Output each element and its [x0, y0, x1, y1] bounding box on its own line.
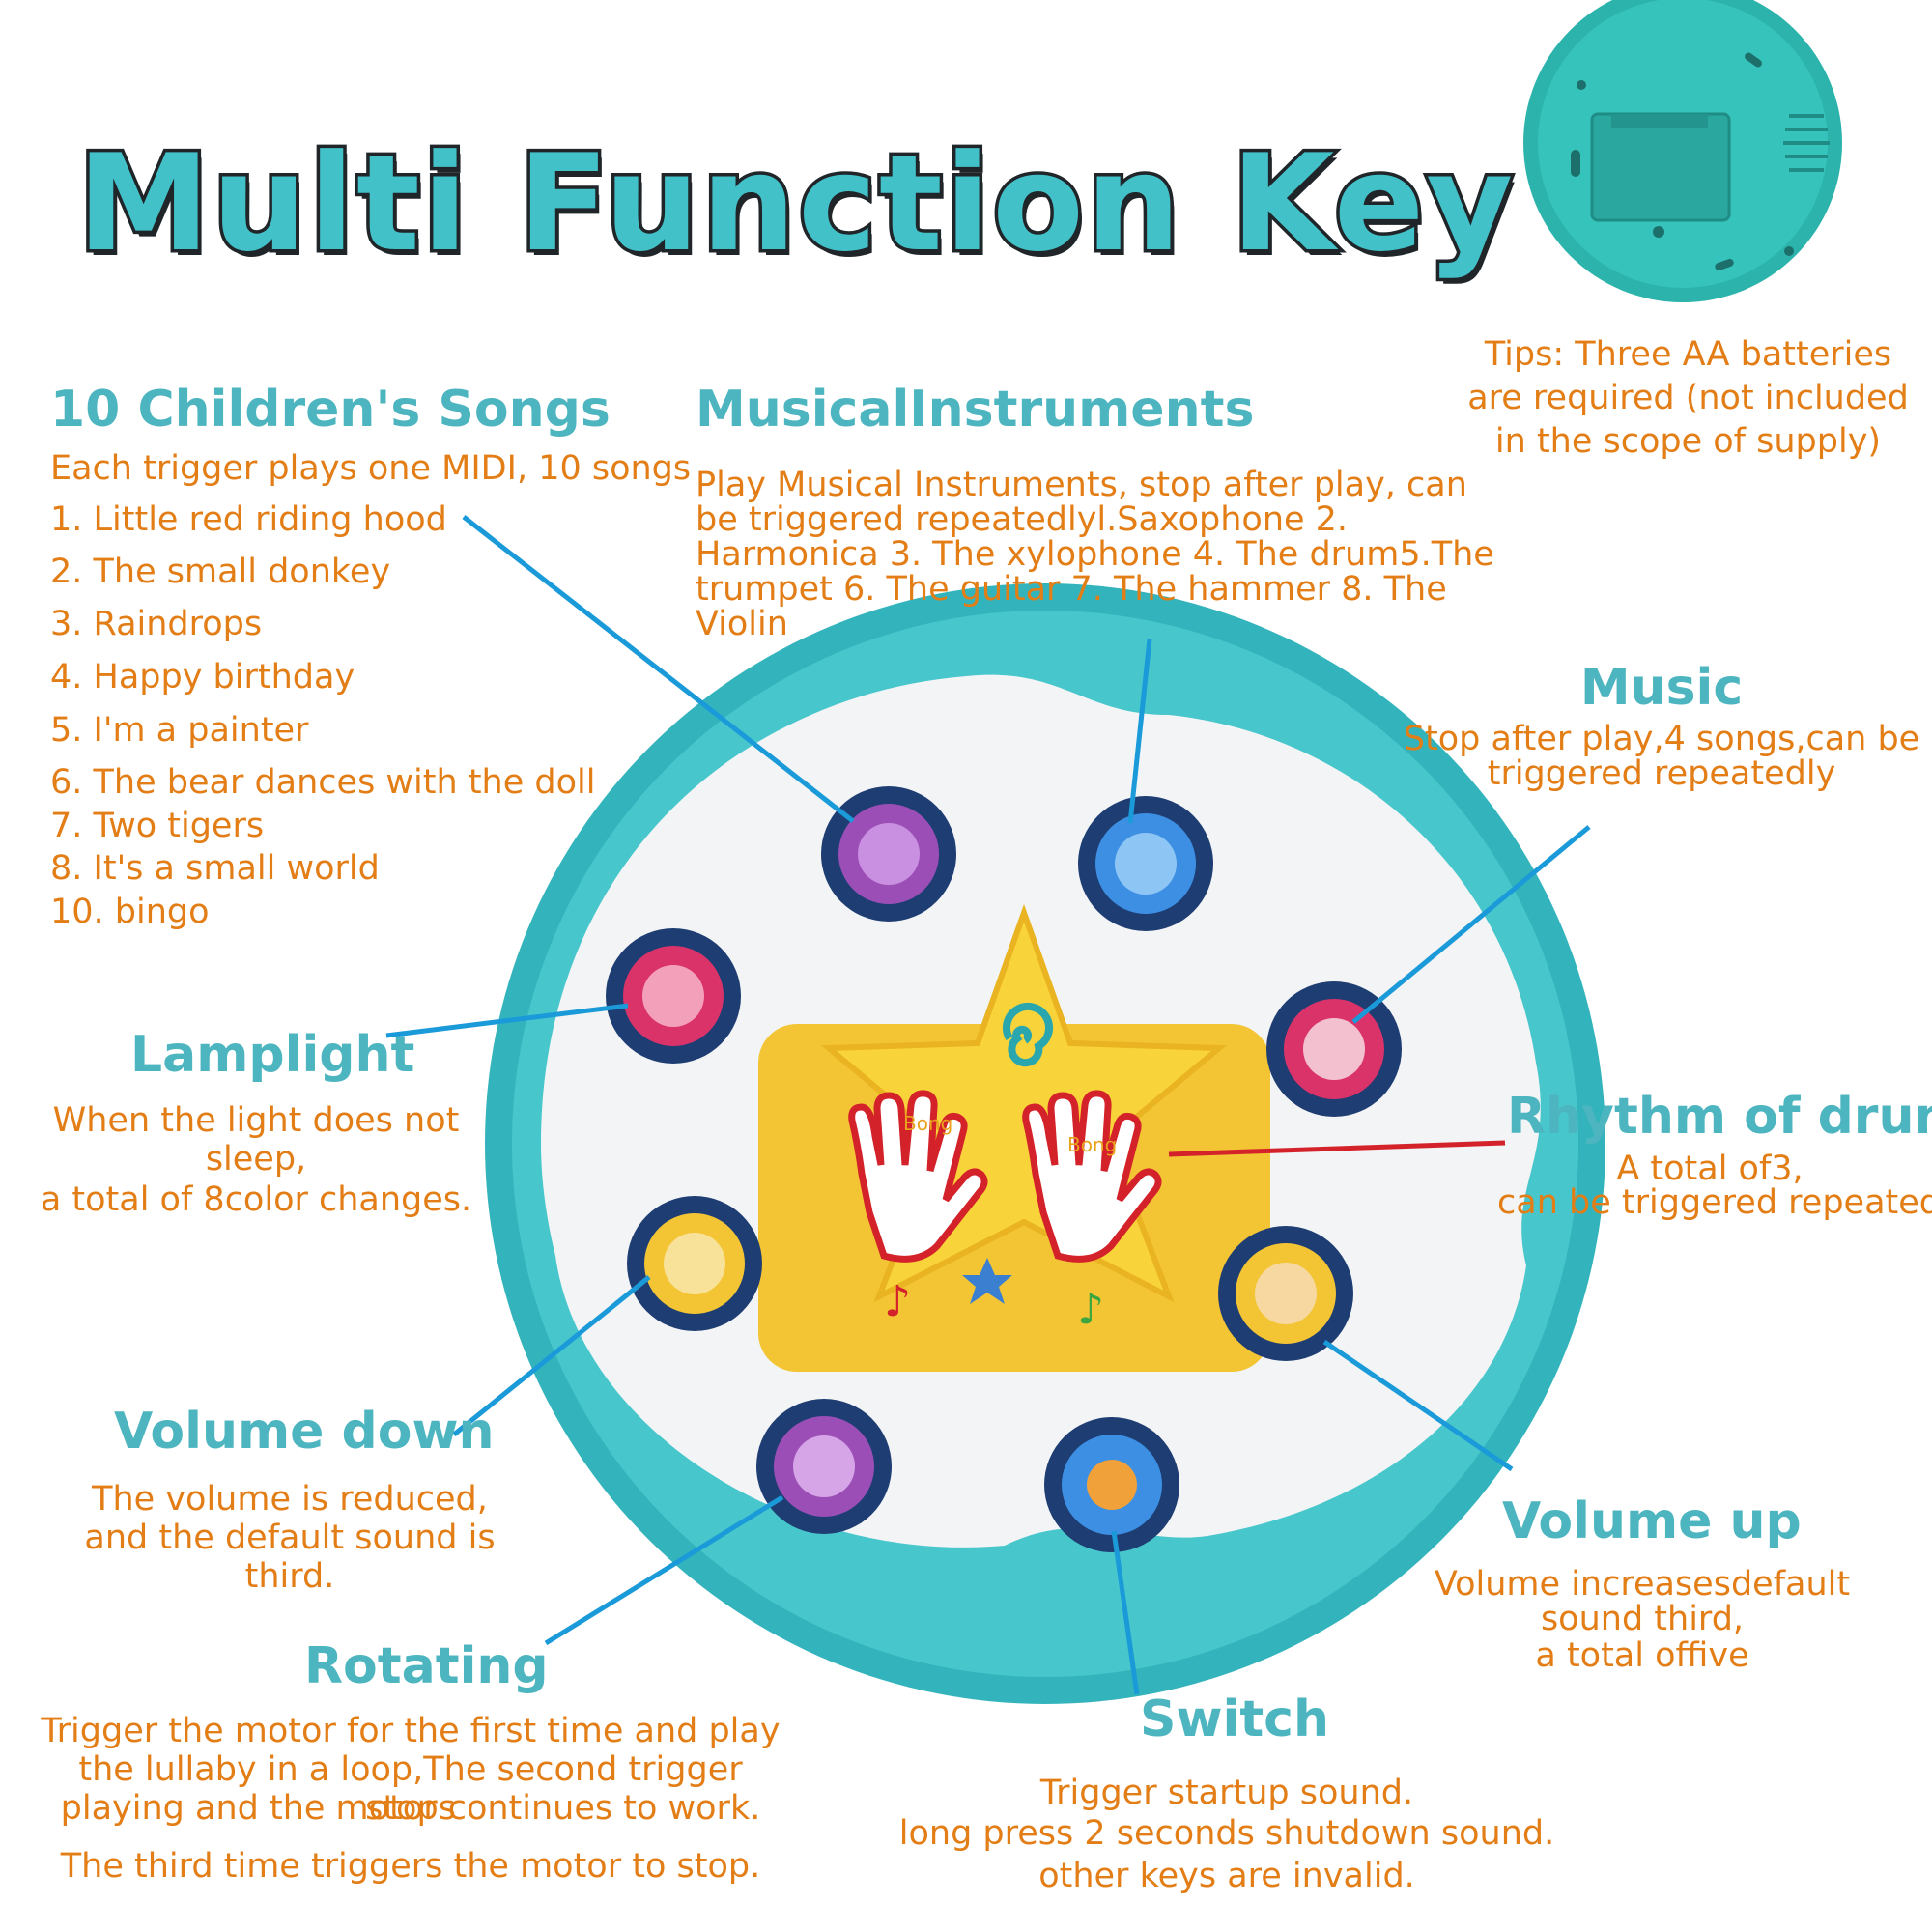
- rotating-line1: Trigger the motor for the first time and…: [41, 1712, 781, 1750]
- switch-line1: Trigger startup sound.: [1039, 1774, 1414, 1812]
- lamplight-heading: Lamplight: [130, 1026, 415, 1084]
- list-item: 1. Little red riding hood: [50, 500, 447, 539]
- volume-up-line1: Volume increasesdefault: [1434, 1565, 1851, 1604]
- switch-line2: long press 2 seconds shutdown sound.: [898, 1814, 1555, 1853]
- drum-line1: A total of3,: [1616, 1150, 1804, 1188]
- list-item: 10. bingo: [50, 893, 210, 931]
- volume-down-heading: Volume down: [114, 1403, 495, 1461]
- rotating-heading: Rotating: [304, 1637, 549, 1695]
- rotating-line3: playing and the motor continues to work.: [60, 1789, 761, 1828]
- button-switch: [1044, 1417, 1179, 1552]
- switch-heading: Switch: [1140, 1690, 1330, 1748]
- button-songs: [821, 786, 956, 922]
- volume-down-line1: The volume is reduced,: [92, 1480, 488, 1519]
- svg-text:♪: ♪: [1077, 1285, 1104, 1334]
- list-item: 4. Happy birthday: [50, 658, 355, 696]
- music-heading: Music: [1579, 659, 1744, 717]
- svg-text:♪: ♪: [884, 1277, 911, 1326]
- instruments-text: Play Musical Instruments, stop after pla…: [696, 466, 1494, 643]
- instruments-heading: MusicalInstruments: [696, 381, 1255, 439]
- drum-heading: Rhythm of drum: [1507, 1088, 1932, 1146]
- rotating-line4: The third time triggers the motor to sto…: [60, 1847, 761, 1886]
- volume-up-heading: Volume up: [1502, 1492, 1802, 1550]
- lamplight-line2: a total of 8color changes.: [40, 1180, 472, 1219]
- button-lamplight: [606, 928, 741, 1064]
- lamplight-line1: When the light does not sleep,: [52, 1101, 460, 1179]
- toy-body: Bong Bong ♪ ♪: [485, 583, 1605, 1704]
- music-text: Stop after play,4 songs,can be triggered…: [1403, 720, 1920, 793]
- songs-heading: 10 Children's Songs: [50, 381, 611, 439]
- button-volume-up: [1218, 1226, 1353, 1361]
- button-music: [1266, 981, 1402, 1117]
- battery-back-image: [1523, 0, 1842, 302]
- volume-up-line3: a total offive: [1535, 1636, 1749, 1675]
- list-item: 3. Raindrops: [50, 605, 263, 643]
- drum-line2: can be triggered repeatedly: [1497, 1183, 1932, 1222]
- list-item: 6. The bear dances with the doll: [50, 763, 596, 802]
- list-item: 5. I'm a painter: [50, 711, 309, 750]
- battery-tips: Tips: Three AA batteries are required (n…: [1467, 335, 1909, 461]
- button-volume-down: [627, 1196, 762, 1331]
- rotating-line2: the lullaby in a loop,The second trigger…: [78, 1750, 743, 1828]
- page-title: Multi Function Key: [73, 123, 1516, 285]
- bong-left-label: Bong: [903, 1112, 952, 1135]
- list-item: 2. The small donkey: [50, 553, 391, 591]
- leader-lines: [385, 515, 1591, 1695]
- switch-line3: other keys are invalid.: [1038, 1857, 1415, 1895]
- bong-right-label: Bong: [1067, 1133, 1117, 1156]
- list-item: 7. Two tigers: [50, 807, 265, 845]
- button-rotating: [756, 1399, 892, 1534]
- list-item: 8. It's a small world: [50, 849, 380, 888]
- button-instruments: [1078, 796, 1213, 931]
- volume-down-line2: and the default sound is third.: [84, 1519, 496, 1596]
- songs-intro: Each trigger plays one MIDI, 10 songs: [50, 449, 692, 488]
- drum-leader-line: [1168, 1140, 1506, 1157]
- volume-up-line2: sound third,: [1540, 1600, 1745, 1638]
